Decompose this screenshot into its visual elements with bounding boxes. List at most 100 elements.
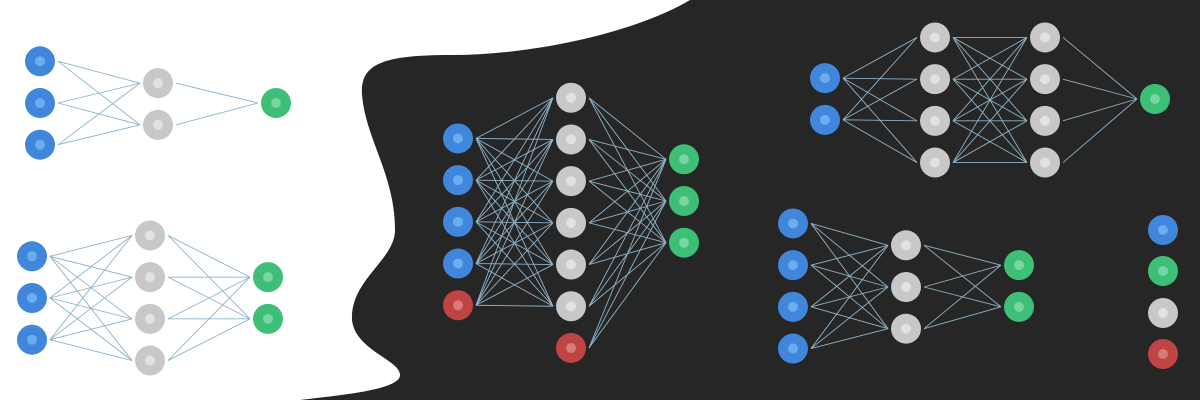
network-center-with-bias-hidden-node — [556, 166, 586, 197]
connection-line — [842, 37, 918, 79]
dark-background-shape — [300, 0, 1200, 400]
input-node-core — [27, 251, 37, 262]
network-deep-top-right-hidden-node — [1030, 105, 1060, 136]
network-small-top-left-input-node — [25, 129, 55, 160]
connection-line — [57, 60, 141, 84]
connection-line — [810, 244, 889, 308]
connection-line — [842, 119, 918, 122]
input-node-core — [788, 301, 798, 312]
connection-line — [923, 244, 1002, 266]
hidden-node-core — [145, 313, 155, 324]
connection-line — [952, 120, 1028, 163]
connection-line — [588, 139, 667, 160]
hidden-node-core — [566, 217, 576, 228]
output-node-core — [1158, 266, 1168, 276]
network-bottom-left-hidden-node — [135, 220, 165, 251]
network-small-top-left-hidden-node — [143, 68, 173, 99]
hidden-node-core — [566, 259, 576, 270]
connection-line — [475, 97, 554, 223]
hidden-node-core — [901, 323, 911, 334]
input-node-core — [1158, 225, 1168, 235]
network-deep-top-right-hidden-node — [1030, 64, 1060, 95]
connection-line — [588, 97, 667, 160]
input-node-core — [35, 98, 45, 108]
connection-line — [810, 245, 889, 349]
input-node-core — [788, 343, 798, 354]
connection-line — [810, 223, 889, 246]
input-node-core — [453, 258, 463, 269]
connection-line — [952, 78, 1028, 163]
output-node-core — [1014, 301, 1024, 312]
hidden-node-core — [566, 176, 576, 187]
input-node-core — [453, 175, 463, 186]
network-deep-top-right-output-node — [1140, 84, 1170, 114]
network-bottom-left-input-node — [17, 283, 47, 313]
network-deep-top-right-hidden-node — [920, 22, 950, 53]
network-small-top-left-input-node — [25, 88, 55, 118]
network-deep-top-right-hidden-node — [920, 105, 950, 136]
hidden-node-core — [1040, 115, 1050, 126]
network-deep-top-right-hidden-node — [1030, 147, 1060, 178]
connection-line — [842, 37, 918, 121]
network-bottom-right-hidden-node — [891, 230, 921, 261]
output-node-core — [679, 154, 689, 165]
network-bottom-left-input-node — [17, 241, 47, 272]
hidden-node-core — [930, 157, 940, 168]
hidden-node-core — [145, 230, 155, 241]
connection-line — [167, 235, 251, 278]
network-bottom-right-input-node — [778, 333, 808, 364]
connection-line — [842, 119, 918, 163]
connection-line — [810, 286, 889, 349]
output-node-core — [1014, 260, 1024, 271]
network-center-with-bias-bias-node — [556, 332, 586, 363]
connection-line — [810, 328, 889, 349]
connection-line — [167, 276, 251, 320]
network-bottom-left-output-node — [253, 262, 283, 293]
legend-output-node — [1148, 256, 1178, 286]
hidden-node-core — [145, 355, 155, 366]
connection-line — [923, 264, 1002, 288]
network-bottom-right-input-node — [778, 208, 808, 239]
network-deep-top-right-input-node — [810, 63, 840, 94]
network-center-with-bias-input-node — [443, 123, 473, 154]
input-node-core — [453, 216, 463, 227]
input-node-core — [788, 218, 798, 229]
connection-line — [588, 158, 667, 224]
network-center-with-bias-bias-node — [443, 290, 473, 321]
connection-line — [49, 276, 133, 341]
output-node-core — [679, 196, 689, 206]
connection-line — [588, 158, 667, 182]
legend-input-node — [1148, 215, 1178, 245]
output-node-core — [263, 272, 273, 283]
connection-line — [57, 82, 141, 104]
network-deep-top-right-hidden-node — [920, 147, 950, 178]
connections — [49, 37, 1138, 361]
connection-line — [1062, 98, 1138, 122]
network-bottom-left-output-node — [253, 303, 283, 334]
connection-line — [49, 339, 133, 361]
connection-line — [175, 102, 259, 126]
connection-line — [842, 78, 918, 121]
connection-line — [475, 304, 554, 307]
network-center-with-bias-output-node — [669, 144, 699, 175]
input-node-core — [788, 260, 798, 271]
connection-line — [475, 97, 554, 264]
network-small-top-left-output-node — [261, 88, 291, 118]
connection-line — [49, 235, 133, 340]
output-node-core — [263, 313, 273, 324]
connection-line — [952, 37, 1028, 122]
network-deep-top-right-input-node — [810, 104, 840, 135]
connection-line — [588, 159, 667, 265]
network-bottom-right-output-node — [1004, 291, 1034, 322]
connection-line — [167, 318, 251, 361]
connection-line — [49, 235, 133, 257]
network-small-top-left-input-node — [25, 46, 55, 77]
connection-line — [810, 244, 889, 266]
connection-line — [588, 159, 667, 307]
network-bottom-right-input-node — [778, 291, 808, 322]
bias-node-core — [1158, 349, 1168, 359]
connection-line — [475, 180, 554, 306]
connection-line — [588, 200, 667, 349]
